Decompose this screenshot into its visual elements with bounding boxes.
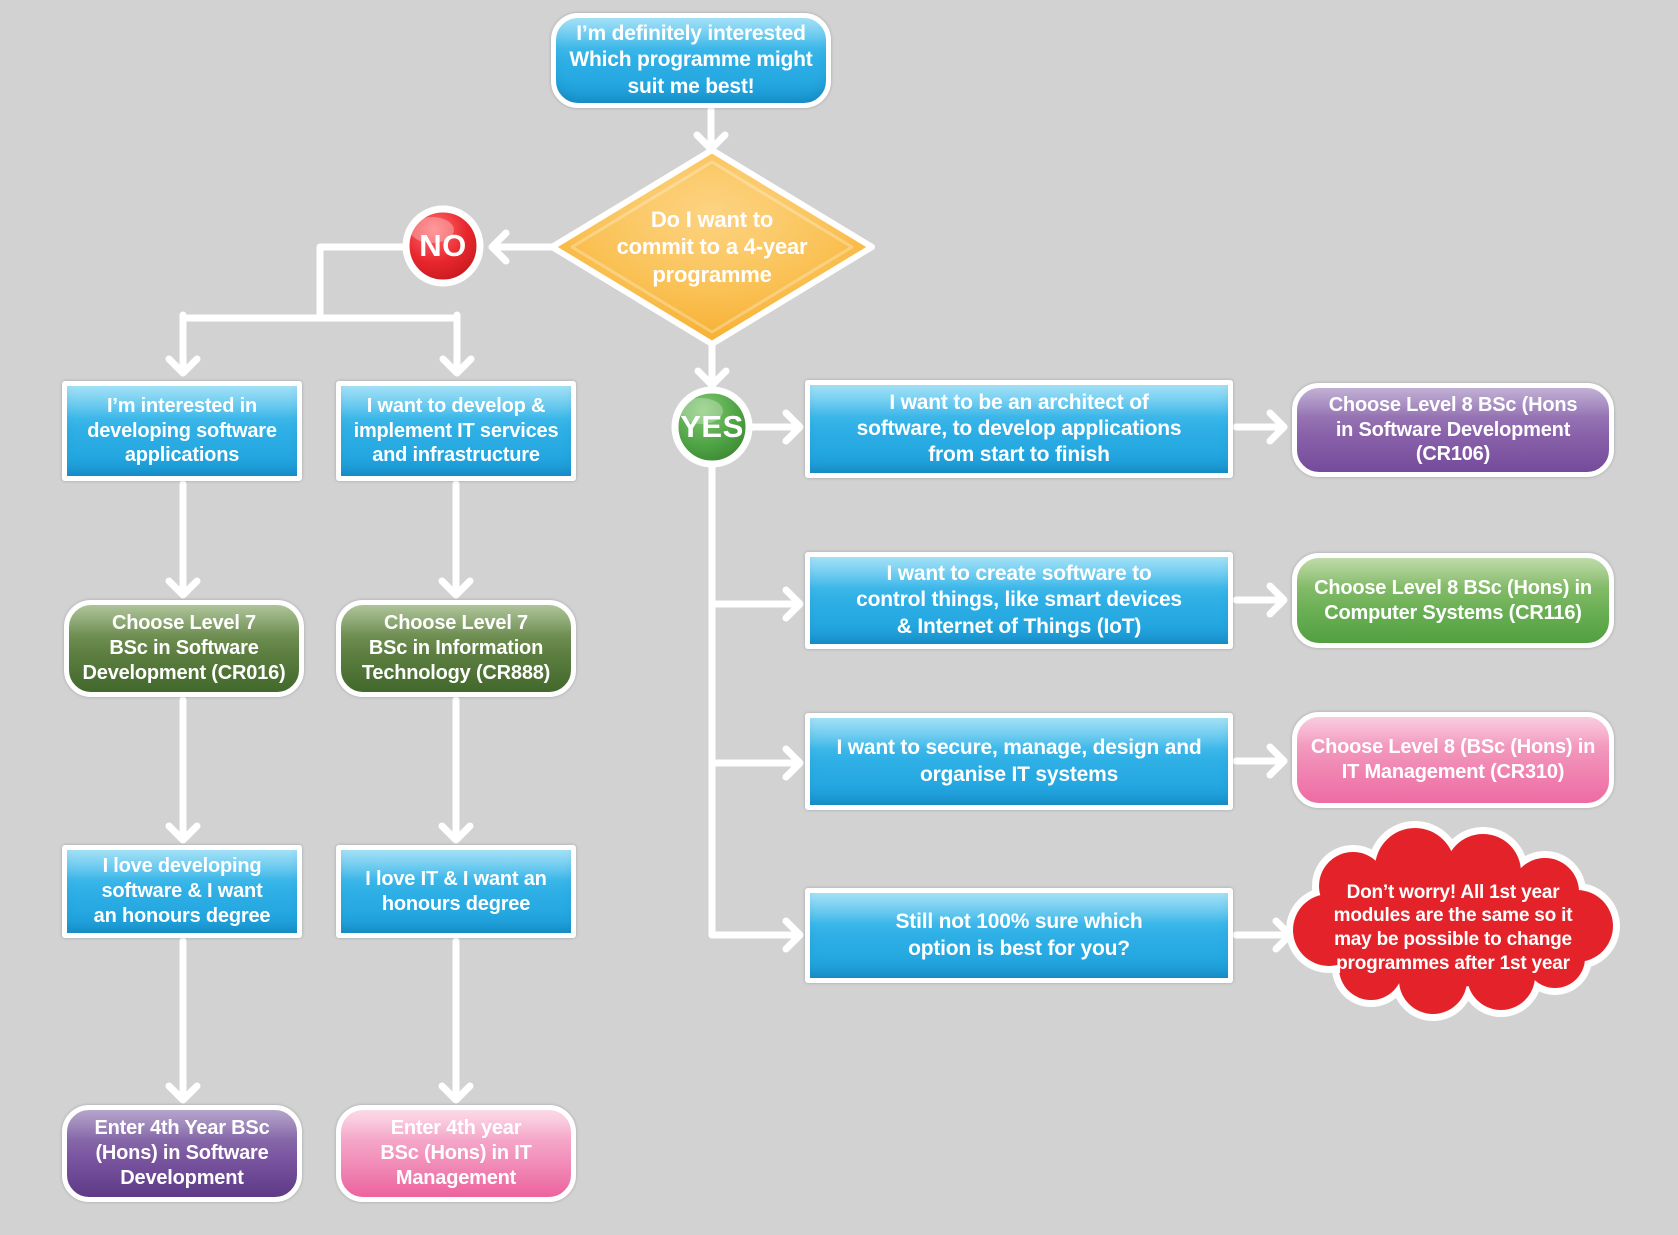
arrow-row2-to-answer xyxy=(1232,582,1288,618)
arrow-row4-to-cloud xyxy=(1232,917,1294,953)
arrow-row3-to-answer xyxy=(1232,743,1288,779)
no-badge: NO xyxy=(419,227,467,263)
arrow-row1-to-answer xyxy=(1232,409,1288,445)
yes-badge: YES xyxy=(680,408,744,444)
arrow-start-to-decision xyxy=(693,106,729,153)
no-circle-shape xyxy=(402,205,484,287)
node-level7-software: Choose Level 7 BSc in Software Developme… xyxy=(64,600,304,697)
arrow-col2-row3-row4 xyxy=(438,937,474,1104)
arrow-col1-row3-row4 xyxy=(165,937,201,1104)
node-enter-software: Enter 4th Year BSc (Hons) in Software De… xyxy=(62,1105,302,1202)
arrow-col2-row2-row3 xyxy=(438,696,474,844)
cloud-note: Don’t worry! All 1st year modules are th… xyxy=(1333,881,1573,974)
node-interest-it: I want to develop & implement IT service… xyxy=(336,381,576,481)
yes-circle-shape xyxy=(671,386,753,468)
arrow-col2-row1-row2 xyxy=(438,480,474,599)
yes-row-question-4: Still not 100% sure which option is best… xyxy=(805,888,1233,983)
arrow-col1-row1-row2 xyxy=(165,480,201,599)
arrow-yes-to-row1 xyxy=(748,409,804,445)
yes-row-question-2: I want to create software to control thi… xyxy=(805,552,1233,649)
connector-no-elbow xyxy=(165,243,475,377)
connector-yes-trunk xyxy=(708,462,804,953)
yes-row-question-3: I want to secure, manage, design and org… xyxy=(805,713,1233,810)
node-enter-it-management: Enter 4th year BSc (Hons) in IT Manageme… xyxy=(336,1105,576,1202)
yes-row-answer-3: Choose Level 8 (BSc (Hons) in IT Managem… xyxy=(1292,712,1614,808)
node-honours-software: I love developing software & I want an h… xyxy=(62,845,302,938)
cloud-shape xyxy=(1286,821,1620,1021)
yes-row-answer-2: Choose Level 8 BSc (Hons) in Computer Sy… xyxy=(1292,553,1614,648)
decision-diamond xyxy=(549,147,875,347)
decision-label: Do I want to commit to a 4-year programm… xyxy=(616,207,808,287)
start-node: I’m definitely interested Which programm… xyxy=(551,13,831,108)
arrow-decision-to-no xyxy=(488,229,556,265)
node-interest-software: I’m interested in developing software ap… xyxy=(62,381,302,481)
yes-row-answer-1: Choose Level 8 BSc (Hons in Software Dev… xyxy=(1292,383,1614,477)
node-honours-it: I love IT & I want an honours degree xyxy=(336,845,576,938)
arrow-col1-row2-row3 xyxy=(165,696,201,844)
yes-row-question-1: I want to be an architect of software, t… xyxy=(805,380,1233,478)
arrow-decision-to-yes xyxy=(694,341,730,389)
node-level7-it: Choose Level 7 BSc in Information Techno… xyxy=(336,600,576,697)
